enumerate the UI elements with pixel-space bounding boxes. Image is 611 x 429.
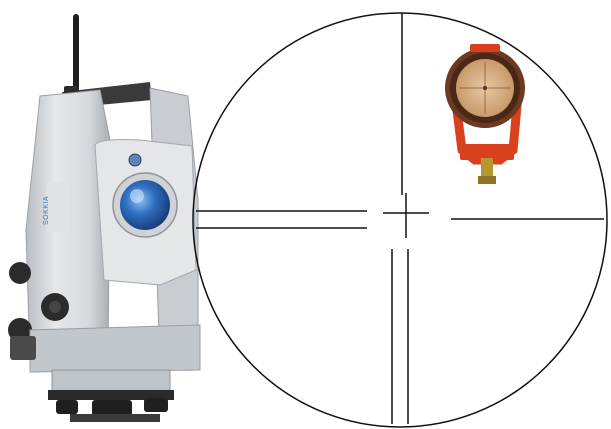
prism-target bbox=[445, 44, 525, 184]
field-of-view-circle bbox=[193, 13, 607, 427]
objective-lens bbox=[120, 180, 170, 230]
total-station bbox=[8, 14, 200, 422]
tribrach bbox=[52, 370, 170, 392]
brand-label: SOKKIA bbox=[43, 185, 67, 225]
left-standard bbox=[26, 90, 110, 360]
focus-knob bbox=[9, 262, 31, 284]
reticle-view bbox=[193, 13, 607, 427]
antenna bbox=[73, 14, 79, 98]
